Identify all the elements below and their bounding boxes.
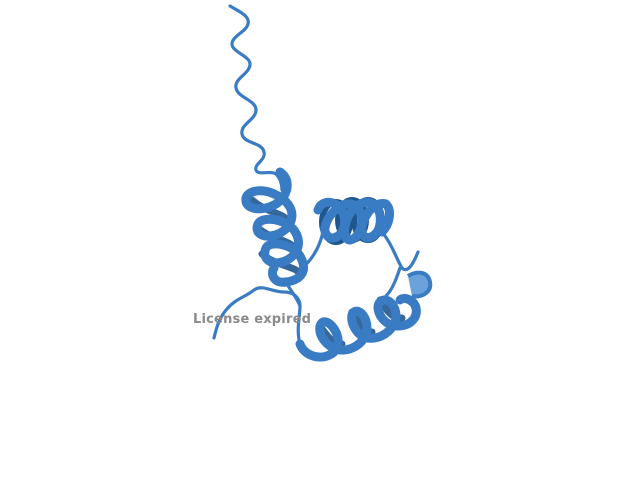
helix-2 [313, 197, 394, 245]
license-watermark: License expired [193, 312, 312, 327]
n-terminal-coil [228, 4, 284, 192]
loop-2 [380, 230, 420, 298]
c-terminal-coil [212, 286, 302, 346]
backbone-connector [284, 280, 302, 308]
helix-3 [295, 293, 421, 362]
small-turn [406, 270, 433, 299]
helix-1 [241, 167, 308, 287]
